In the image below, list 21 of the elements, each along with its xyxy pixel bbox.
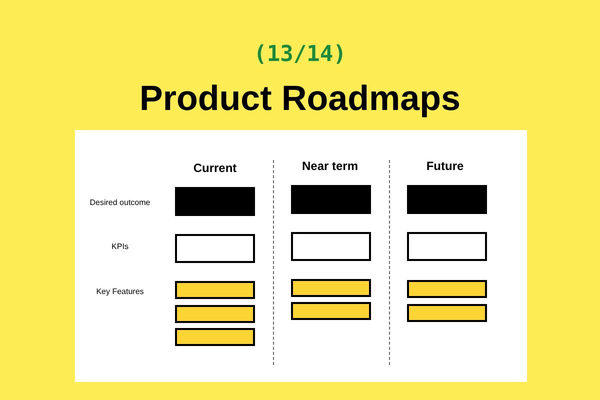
column-header: Current [192,161,238,175]
roadmap-block [407,280,487,298]
roadmap-block [175,305,255,323]
row-label: KPIs [110,242,130,251]
roadmap-block [407,232,487,261]
title: Product Roadmaps [138,80,462,118]
roadmap-block [291,185,371,214]
roadmap-block [175,234,255,263]
roadmap-block [175,281,255,299]
roadmap-block [175,187,255,216]
roadmap-block [291,302,371,320]
roadmap-block [407,185,487,214]
roadmap-block [291,232,371,261]
slide-counter: (13/14) [252,42,348,67]
column-header: Near term [300,159,360,173]
row-label: Key Features [95,287,145,296]
column-header: Future [425,159,465,173]
roadmap-block [175,328,255,346]
row-label: Desired outcome [88,198,152,207]
roadmap-block [291,279,371,297]
roadmap-block [407,304,487,322]
